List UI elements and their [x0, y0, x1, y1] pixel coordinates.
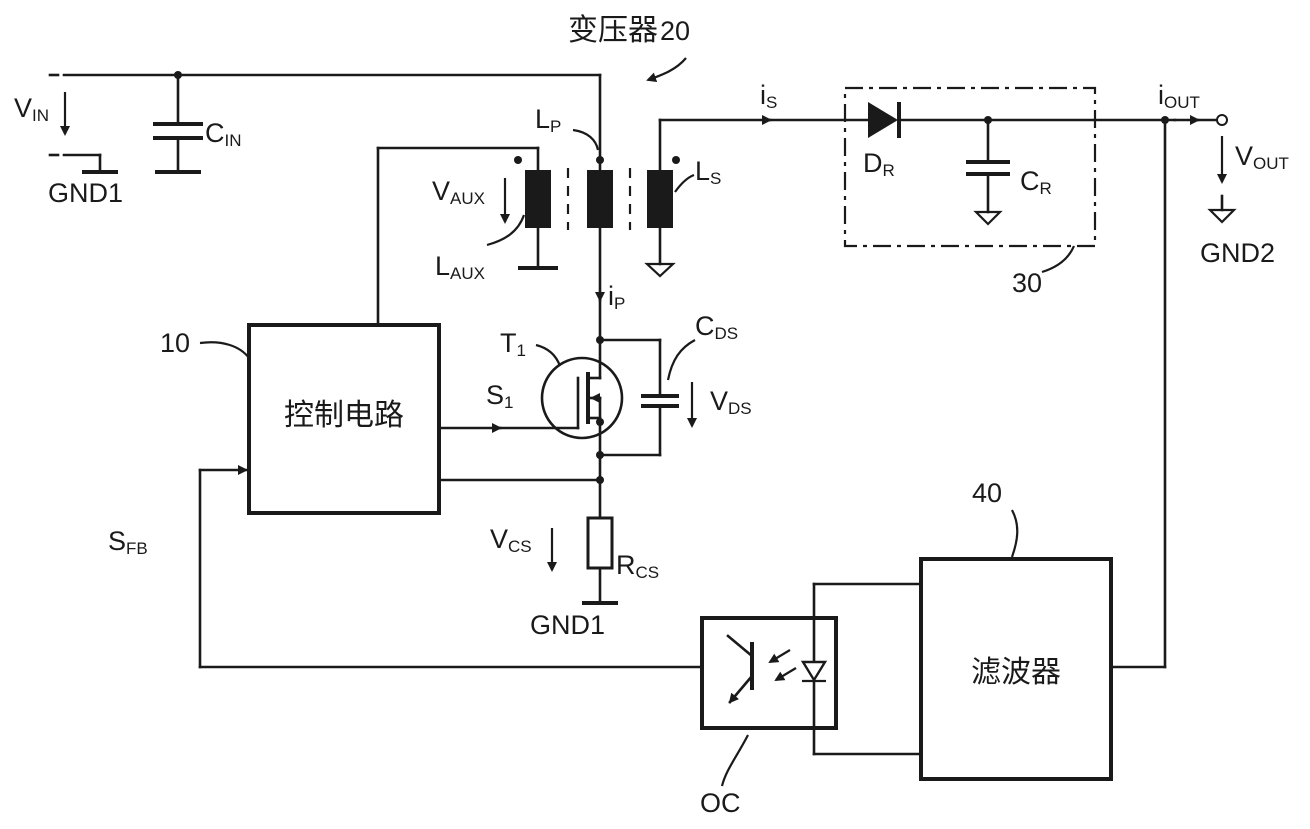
filter-section: 滤波器 40 — [812, 118, 1167, 781]
ls-label: LS — [695, 156, 721, 188]
control-circuit-label: 控制电路 — [284, 398, 404, 433]
lp-leader — [572, 128, 600, 151]
rectifier-ref: 30 — [1012, 268, 1042, 298]
cin-label: CIN — [205, 118, 242, 150]
transformer: 变压器 20 LP iP VAUX LAUX LS — [376, 13, 721, 342]
t1-label: T1 — [500, 328, 526, 360]
optocoupler: OC — [700, 582, 838, 818]
cr-ground-symbol — [973, 210, 1003, 226]
aux-winding — [525, 170, 551, 228]
transformer-label: 变压器 — [568, 13, 658, 48]
control-section: 控制电路 10 S1 SFB — [108, 146, 704, 669]
dr-diode-body — [868, 102, 898, 138]
laux-label: LAUX — [435, 251, 485, 283]
ls-polarity-dot — [672, 156, 680, 164]
filter-label: 滤波器 — [971, 655, 1061, 690]
light-arrow-1 — [768, 649, 791, 664]
control-circuit-block — [247, 323, 441, 515]
filter-ref-leader — [1010, 509, 1019, 558]
vaux-label: VAUX — [432, 176, 485, 208]
t1-mosfet-circle — [540, 356, 624, 440]
vout-label: VOUT — [1235, 141, 1289, 173]
vin-label: VIN — [14, 93, 49, 125]
is-label: iS — [760, 80, 777, 112]
t1-leader — [535, 343, 562, 367]
cds-label: CDS — [695, 311, 738, 343]
aux-polarity-dot — [514, 156, 522, 164]
iout-label: iOUT — [1158, 80, 1200, 112]
gnd1-switch-label: GND1 — [530, 610, 605, 640]
led-diode — [800, 660, 828, 683]
lp-polarity-dot — [596, 156, 604, 164]
vcs-label: VCS — [490, 524, 532, 556]
cs-junction-dot — [596, 476, 604, 484]
switch-section: T1 CDS VDS VCS RCS GND1 — [490, 311, 752, 640]
vout-terminal — [1216, 114, 1228, 126]
optocoupler-ref: OC — [700, 788, 741, 818]
ls-winding — [647, 170, 673, 228]
rcs-resistor — [586, 516, 614, 570]
phototransistor-emitter — [728, 674, 754, 704]
rcs-label: RCS — [616, 550, 659, 582]
input-section: VIN CIN GND1 — [14, 71, 602, 208]
cr-label: CR — [1020, 166, 1052, 198]
ls-ground-symbol — [644, 262, 676, 278]
transformer-ref: 20 — [660, 16, 690, 46]
lp-winding — [587, 170, 613, 228]
sfb-label: SFB — [108, 526, 148, 558]
secondary-section: iS DR CR 30 iOUT VOUT GND2 — [658, 80, 1289, 298]
cds-leader — [666, 339, 696, 381]
gnd2-symbol — [1207, 208, 1237, 224]
control-ref-leader — [199, 341, 250, 359]
filter-ref: 40 — [972, 478, 1002, 508]
lp-label: LP — [535, 104, 561, 136]
source-junction-dot — [596, 418, 604, 426]
filter-block — [919, 557, 1113, 781]
control-ref: 10 — [160, 328, 190, 358]
dr-label: DR — [863, 148, 895, 180]
gnd2-label: GND2 — [1200, 238, 1275, 268]
optocoupler-ref-leader — [720, 734, 749, 787]
rectifier-ref-leader — [1041, 245, 1076, 274]
ip-label: iP — [608, 281, 625, 313]
ls-leader — [674, 173, 695, 193]
phototransistor-collector — [726, 634, 754, 658]
vds-label: VDS — [710, 386, 752, 418]
s1-label: S1 — [486, 380, 513, 412]
laux-leader — [486, 214, 526, 247]
optocoupler-block — [700, 616, 838, 730]
t1-body-arrow — [590, 393, 600, 403]
gnd1-input-label: GND1 — [48, 178, 123, 208]
light-arrow-2 — [774, 667, 797, 682]
transformer-ref-arrow — [646, 57, 687, 83]
